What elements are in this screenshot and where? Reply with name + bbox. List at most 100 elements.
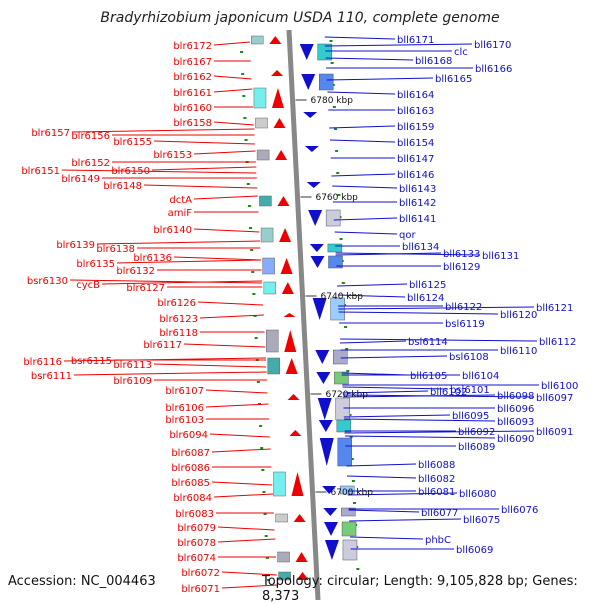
gene-label-left: blr6151 xyxy=(21,166,60,177)
position-tick xyxy=(335,150,339,152)
position-tick xyxy=(240,51,244,53)
gene-label-left: blr6132 xyxy=(116,266,155,277)
leader-line-left xyxy=(193,195,258,200)
gene-box xyxy=(255,117,268,129)
gene-label-right: bll6104 xyxy=(462,371,499,382)
gene-label-right: bll6170 xyxy=(474,40,511,51)
gene-label-left: blr6107 xyxy=(165,386,204,397)
leader-line-right xyxy=(337,294,406,298)
position-tick xyxy=(254,337,258,339)
leader-line-right xyxy=(348,509,420,513)
position-tick xyxy=(346,370,350,372)
gene-label-right: bll6100 xyxy=(541,381,578,392)
gene-label-left: blr6127 xyxy=(126,283,165,294)
reverse-gene-arrow xyxy=(323,508,338,516)
leader-line-right xyxy=(344,430,535,434)
gene-label-right: phbC xyxy=(425,535,451,546)
leader-line-left xyxy=(205,403,269,408)
reverse-gene-arrow xyxy=(318,420,333,432)
gene-label-left: blr6086 xyxy=(171,463,210,474)
position-tick xyxy=(337,194,341,196)
gene-label-left: blr6158 xyxy=(173,118,212,129)
gene-box xyxy=(266,329,279,353)
gene-label-left: amiF xyxy=(168,208,193,219)
gene-label-left: blr6074 xyxy=(177,553,216,564)
gene-label-left: blr6072 xyxy=(181,568,220,579)
position-tick xyxy=(247,205,251,207)
forward-gene-arrow xyxy=(281,282,294,294)
leader-line-left xyxy=(69,279,262,284)
gene-label-right: bll6125 xyxy=(409,280,446,291)
position-tick xyxy=(344,326,348,328)
leader-line-left xyxy=(116,259,262,264)
reverse-gene-arrow xyxy=(310,256,325,268)
gene-box xyxy=(341,521,357,537)
gene-box xyxy=(318,73,334,91)
gene-label-right: bll6134 xyxy=(402,242,439,253)
gene-label-right: bll6122 xyxy=(445,302,482,313)
gene-label-right: bsl6114 xyxy=(408,337,448,348)
gene-label-left: blr6153 xyxy=(153,150,192,161)
position-tick xyxy=(262,491,266,493)
gene-label-right: bll6168 xyxy=(415,56,452,67)
gene-label-left: blr6113 xyxy=(113,360,152,371)
gene-label-left: blr6109 xyxy=(113,376,152,387)
position-tick xyxy=(339,238,343,240)
gene-label-right: bll6093 xyxy=(497,417,534,428)
gene-label-right: bsl6119 xyxy=(445,319,485,330)
leader-line-left xyxy=(217,538,276,543)
gene-label-right: clc xyxy=(454,47,468,58)
leader-line-left xyxy=(217,526,275,531)
gene-box xyxy=(278,571,291,581)
kbp-label: 6700 kbp xyxy=(331,488,374,498)
gene-label-left: bsr6130 xyxy=(27,276,68,287)
gene-label-left: blr6094 xyxy=(169,430,208,441)
gene-label-right: bll6112 xyxy=(539,337,576,348)
gene-box xyxy=(342,539,358,561)
leader-line-right xyxy=(342,394,535,398)
gene-label-right: bll6164 xyxy=(397,90,434,101)
gene-box xyxy=(256,149,270,161)
reverse-gene-arrow xyxy=(317,398,332,420)
position-tick xyxy=(263,513,267,515)
leader-line-right xyxy=(342,390,429,394)
leader-line-right xyxy=(334,231,398,235)
forward-gene-arrow xyxy=(271,70,284,76)
reverse-gene-arrow xyxy=(315,350,330,364)
accession-label: Accession: NC_004463 xyxy=(8,574,156,589)
leader-line-left xyxy=(143,184,258,189)
leader-line-right xyxy=(329,125,396,129)
leader-line-right xyxy=(335,252,481,256)
gene-label-right: bll6143 xyxy=(399,184,436,195)
reverse-gene-arrow xyxy=(316,372,331,384)
forward-gene-arrow xyxy=(280,258,293,274)
reverse-gene-arrow xyxy=(309,244,324,252)
position-tick xyxy=(253,315,257,317)
gene-label-right: bll6075 xyxy=(463,515,500,526)
position-tick xyxy=(244,139,248,141)
forward-gene-arrow xyxy=(271,88,284,108)
gene-label-left: blr6087 xyxy=(171,448,210,459)
gene-label-right: bll6166 xyxy=(475,64,512,75)
position-tick xyxy=(356,568,360,570)
gene-label-right: bll6088 xyxy=(418,460,455,471)
gene-box xyxy=(317,43,332,61)
gene-label-right: bll6089 xyxy=(458,442,495,453)
gene-label-left: blr6156 xyxy=(71,131,110,142)
leader-line-left xyxy=(61,169,257,174)
leader-line-right xyxy=(347,492,458,496)
leader-line-left xyxy=(183,343,266,348)
kbp-label: 6720 kbp xyxy=(326,390,369,400)
forward-gene-arrow xyxy=(293,514,306,522)
leader-line-left xyxy=(153,363,267,368)
forward-gene-arrow xyxy=(269,36,282,44)
gene-label-right: bll6076 xyxy=(501,505,538,516)
gene-label-left: blr6162 xyxy=(173,72,212,83)
gene-label-left: blr6135 xyxy=(76,259,115,270)
gene-label-left: blr6138 xyxy=(96,244,135,255)
forward-gene-arrow xyxy=(277,196,290,206)
gene-label-right: bll6124 xyxy=(407,293,444,304)
gene-box xyxy=(275,513,288,523)
leader-line-right xyxy=(338,306,535,310)
